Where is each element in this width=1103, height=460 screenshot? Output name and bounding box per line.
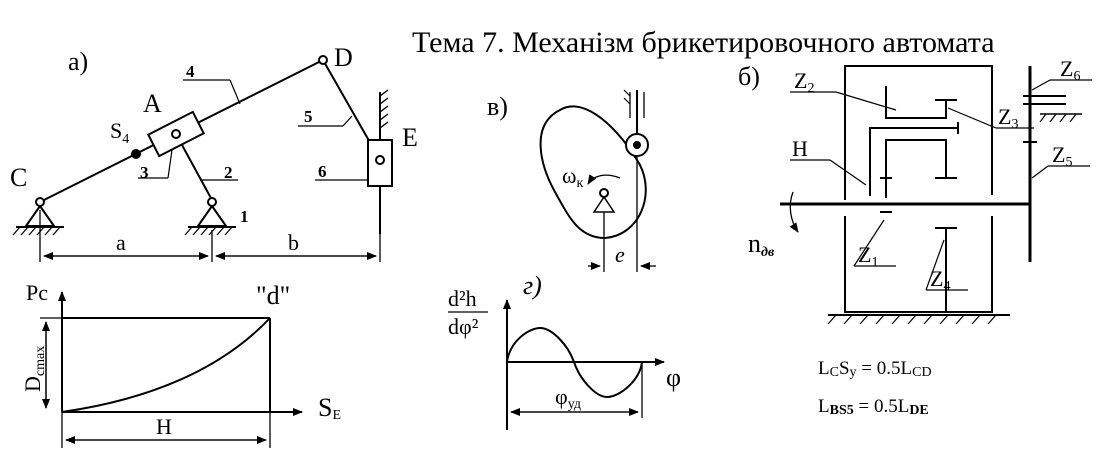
- page-title: Тема 7. Механізм брикетировочного автома…: [412, 26, 995, 59]
- force-curve: [61, 317, 271, 413]
- label-S4: S4: [110, 118, 129, 147]
- label-link-3: 3: [140, 163, 149, 182]
- label-a: а): [68, 47, 88, 76]
- label-C: C: [10, 163, 27, 192]
- dim-e: e: [615, 242, 625, 267]
- label-link-6: 6: [318, 162, 327, 181]
- g-xlabel: φ: [666, 363, 681, 392]
- label-H: H: [792, 136, 808, 161]
- acceleration-chart: г) d²h dφ² φ φуд: [448, 271, 681, 430]
- linkage-section: а): [10, 43, 418, 262]
- label-ndv: nдв: [748, 229, 775, 260]
- label-link-2: 2: [224, 163, 233, 182]
- equation-1: LCSy = 0.5LCD: [818, 358, 932, 380]
- cam-pivot: [599, 188, 609, 198]
- support-B: [196, 205, 228, 227]
- label-z2: Z2: [794, 68, 814, 96]
- dim-dcmax: Dcmax: [20, 346, 48, 392]
- equations: LCSy = 0.5LCD LBS5 = 0.5LDE: [818, 358, 932, 418]
- omega-arrow: [587, 174, 621, 185]
- equation-2: LBS5 = 0.5LDE: [818, 396, 929, 418]
- label-v: в): [487, 92, 508, 121]
- input-arrow: [789, 191, 799, 233]
- label-link-5: 5: [304, 107, 313, 126]
- label-z1: Z1: [858, 242, 878, 270]
- label-link-4: 4: [186, 62, 195, 81]
- chart-xlabel: SE: [318, 393, 341, 423]
- g-curve: [506, 326, 643, 399]
- joint-C: [35, 197, 45, 207]
- joint-A: [171, 129, 181, 139]
- dim-H: H: [156, 414, 172, 439]
- label-A: A: [143, 89, 162, 118]
- housing-top: [844, 65, 993, 200]
- label-omega: ωк: [562, 163, 583, 191]
- joint-D: [318, 55, 328, 65]
- gear-train-section: б): [738, 56, 1092, 325]
- label-b: б): [738, 62, 760, 91]
- force-chart: Pc "d" Dcmax SE H: [20, 280, 341, 448]
- label-D: D: [334, 43, 353, 72]
- dim-b: b: [288, 230, 299, 255]
- g-dim: φуд: [555, 384, 581, 412]
- chart-point-d: "d": [256, 281, 290, 310]
- label-link-1: 1: [240, 207, 249, 226]
- joint-B: [207, 197, 217, 207]
- label-g: г): [523, 271, 542, 300]
- label-E: E: [402, 123, 418, 152]
- label-z3: Z3: [998, 104, 1018, 132]
- point-S4: [131, 149, 141, 159]
- housing-bottom: [844, 216, 993, 313]
- carrier-H: [869, 127, 958, 196]
- label-z4: Z4: [930, 266, 950, 294]
- label-z6: Z6: [1060, 56, 1080, 84]
- dim-a: a: [116, 230, 126, 255]
- label-z5: Z5: [1052, 142, 1072, 170]
- g-ylabel-num: d²h: [448, 286, 477, 311]
- joint-E: [375, 155, 385, 165]
- gear-Z2: [885, 86, 947, 119]
- chart-ylabel: Pc: [26, 280, 48, 305]
- cam-section: в) ωк e: [487, 89, 656, 272]
- g-ylabel-den: dφ²: [448, 314, 479, 339]
- gear-Z1: [885, 139, 947, 198]
- cam-profile: [539, 105, 647, 240]
